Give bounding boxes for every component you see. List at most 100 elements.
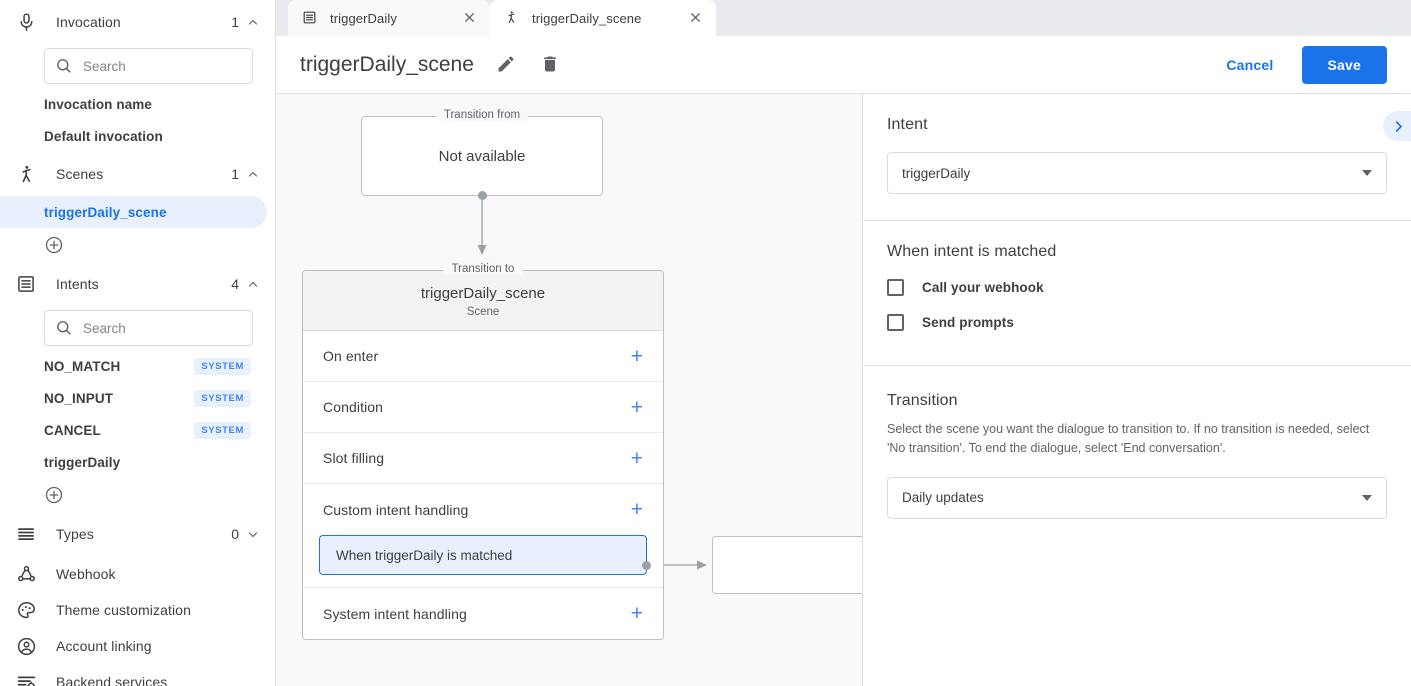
- sidebar-group-count: 1: [231, 166, 239, 182]
- left-sidebar: Invocation 1 Invocation name Default inv…: [0, 0, 276, 686]
- transition-from-node[interactable]: Transition from Not available: [361, 109, 603, 196]
- item-label: Invocation name: [44, 96, 153, 112]
- add-custom-intent-icon[interactable]: +: [630, 498, 643, 521]
- save-button[interactable]: Save: [1301, 45, 1387, 84]
- main-area: triggerDaily triggerDaily_scene: [276, 0, 1411, 686]
- search-icon: [55, 57, 73, 75]
- microphone-icon: [14, 10, 38, 34]
- scene-row-label: Custom intent handling: [323, 501, 469, 518]
- checkbox-label: Send prompts: [922, 315, 1014, 330]
- chevron-up-icon[interactable]: [247, 16, 259, 28]
- tab-label: triggerDaily: [330, 10, 397, 26]
- item-label: CANCEL: [44, 422, 101, 438]
- scene-card-header: triggerDaily_scene Scene: [303, 271, 663, 331]
- cancel-button[interactable]: Cancel: [1212, 48, 1287, 82]
- sidebar-item-default-invocation[interactable]: Default invocation: [0, 120, 267, 152]
- chevron-down-icon[interactable]: [247, 528, 259, 540]
- checkbox-send-prompts[interactable]: Send prompts: [887, 314, 1387, 331]
- sidebar-group-label: Scenes: [56, 166, 104, 182]
- intent-chip-wrap: When triggerDaily is matched: [303, 535, 663, 588]
- sidebar-item-triggerdaily[interactable]: triggerDaily: [0, 446, 267, 478]
- sidebar-item-cancel[interactable]: CANCEL SYSTEM: [0, 414, 267, 446]
- transition-select[interactable]: Daily updates: [887, 476, 1387, 519]
- add-scene-button[interactable]: [0, 228, 275, 262]
- chevron-up-icon[interactable]: [247, 278, 259, 290]
- sidebar-item-account-linking[interactable]: Account linking: [0, 628, 275, 664]
- sidebar-group-label: Invocation: [56, 14, 121, 30]
- tab-strip: triggerDaily triggerDaily_scene: [276, 0, 1411, 36]
- intent-handler-chip[interactable]: When triggerDaily is matched: [319, 535, 647, 575]
- sidebar-group-scenes[interactable]: Scenes 1: [0, 152, 275, 196]
- properties-panel: Intent triggerDaily When intent is match…: [862, 94, 1411, 686]
- toolbar: triggerDaily_scene Cancel Save: [276, 36, 1411, 94]
- node-legend: Transition to: [443, 263, 523, 275]
- checkbox-call-your-webhook[interactable]: Call your webhook: [887, 279, 1387, 296]
- intents-search-box[interactable]: [44, 310, 253, 346]
- sidebar-item-label: Backend services: [56, 674, 168, 686]
- backend-icon: [14, 670, 38, 686]
- checkbox-box[interactable]: [887, 279, 904, 296]
- scene-row-slot-filling[interactable]: Slot filling +: [303, 433, 663, 484]
- scene-row-on-enter[interactable]: On enter +: [303, 331, 663, 382]
- add-intent-button[interactable]: [0, 478, 275, 512]
- list-icon: [14, 522, 38, 546]
- section-title: Intent: [887, 116, 928, 133]
- intent-select-value: triggerDaily: [902, 165, 971, 181]
- intent-select[interactable]: triggerDaily: [887, 152, 1387, 194]
- scene-row-system-intent-handling[interactable]: System intent handling +: [303, 588, 663, 639]
- sidebar-item-invocation-name[interactable]: Invocation name: [0, 88, 267, 120]
- close-icon[interactable]: [688, 10, 704, 26]
- add-on-enter-icon[interactable]: +: [630, 344, 643, 368]
- sidebar-group-types[interactable]: Types 0: [0, 512, 275, 556]
- sidebar-item-label: Theme customization: [56, 602, 191, 618]
- transition-target-node[interactable]: Tr Dail: [712, 536, 862, 594]
- close-icon[interactable]: [462, 10, 478, 26]
- item-label: triggerDaily_scene: [44, 204, 167, 220]
- add-slot-filling-icon[interactable]: +: [630, 446, 643, 470]
- invocation-search-input[interactable]: [83, 58, 242, 74]
- sidebar-item-no-match[interactable]: NO_MATCH SYSTEM: [0, 350, 267, 382]
- status-badge: SYSTEM: [194, 389, 251, 407]
- tab-triggerdaily[interactable]: triggerDaily: [288, 0, 490, 36]
- checkbox-box[interactable]: [887, 314, 904, 331]
- connector-dot-chip: [642, 560, 651, 570]
- item-label: Default invocation: [44, 128, 163, 144]
- scene-row-condition[interactable]: Condition +: [303, 382, 663, 433]
- sidebar-group-intents[interactable]: Intents 4: [0, 262, 275, 306]
- intent-tab-icon: [302, 10, 318, 26]
- item-label: triggerDaily: [44, 454, 121, 470]
- plus-circle-icon: [44, 485, 64, 505]
- scene-tab-icon: [504, 10, 520, 26]
- section-description: Select the scene you want the dialogue t…: [887, 422, 1370, 456]
- sidebar-group-count: 1: [231, 14, 239, 30]
- sidebar-item-label: Webhook: [56, 566, 116, 582]
- add-condition-icon[interactable]: +: [630, 395, 643, 419]
- scene-row-custom-intent-handling[interactable]: Custom intent handling +: [303, 484, 663, 535]
- add-system-intent-icon[interactable]: +: [630, 602, 643, 625]
- tab-triggerdaily-scene[interactable]: triggerDaily_scene: [490, 0, 716, 36]
- sidebar-item-no-input[interactable]: NO_INPUT SYSTEM: [0, 382, 267, 414]
- sidebar-group-label: Intents: [56, 276, 99, 292]
- item-label: NO_INPUT: [44, 390, 114, 406]
- section-title: When intent is matched: [887, 243, 1057, 260]
- chevron-up-icon[interactable]: [247, 168, 259, 180]
- sidebar-group-invocation[interactable]: Invocation 1: [0, 0, 275, 44]
- item-label: NO_MATCH: [44, 358, 121, 374]
- intents-search-input[interactable]: [83, 320, 242, 336]
- chevron-right-icon[interactable]: [1383, 111, 1411, 141]
- dropdown-caret-icon: [1362, 170, 1372, 176]
- panel-section-when-matched: When intent is matched Call your webhook…: [863, 221, 1411, 366]
- sidebar-item-webhook[interactable]: Webhook: [0, 556, 275, 592]
- sidebar-group-label: Types: [56, 526, 94, 542]
- sidebar-item-theme-customization[interactable]: Theme customization: [0, 592, 275, 628]
- sidebar-group-count: 0: [231, 526, 239, 542]
- pencil-icon[interactable]: [496, 54, 518, 76]
- status-badge: SYSTEM: [194, 421, 251, 439]
- invocation-search-box[interactable]: [44, 48, 253, 84]
- sidebar-item-backend-services[interactable]: Backend services: [0, 664, 275, 686]
- sidebar-item-triggerdaily-scene[interactable]: triggerDaily_scene: [0, 196, 267, 228]
- trash-icon[interactable]: [540, 54, 562, 76]
- scene-canvas[interactable]: Transition from Not available Transition…: [276, 94, 862, 686]
- section-title: Transition: [887, 392, 958, 409]
